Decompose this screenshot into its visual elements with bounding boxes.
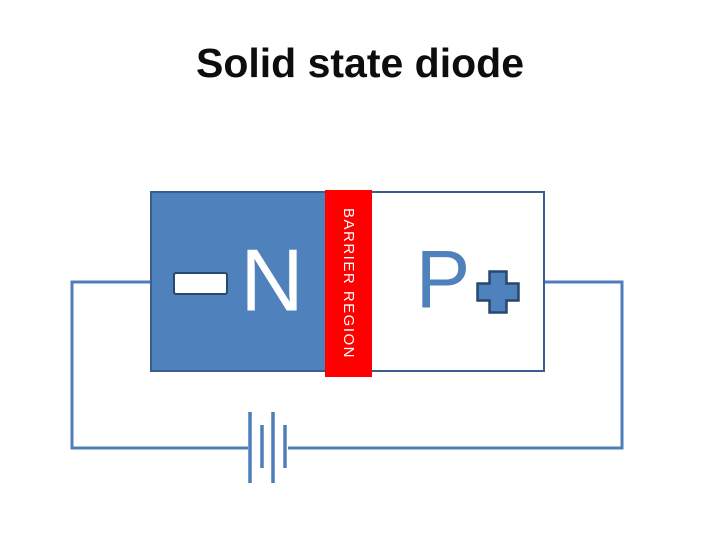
p-region: P xyxy=(372,193,543,370)
n-region: N xyxy=(152,193,325,370)
barrier-region: BARRIER REGION xyxy=(325,190,372,377)
wire-left xyxy=(70,280,248,450)
p-label: P xyxy=(415,234,471,326)
n-label: N xyxy=(240,230,304,330)
barrier-label: BARRIER REGION xyxy=(340,207,357,360)
slide-title: Solid state diode xyxy=(195,40,525,86)
battery-icon xyxy=(248,412,287,483)
minus-icon xyxy=(173,272,228,295)
plus-icon-shape xyxy=(476,270,520,314)
diode-box: N BARRIER REGION P xyxy=(150,190,545,377)
wire-right xyxy=(288,280,624,450)
plus-icon xyxy=(476,270,520,314)
